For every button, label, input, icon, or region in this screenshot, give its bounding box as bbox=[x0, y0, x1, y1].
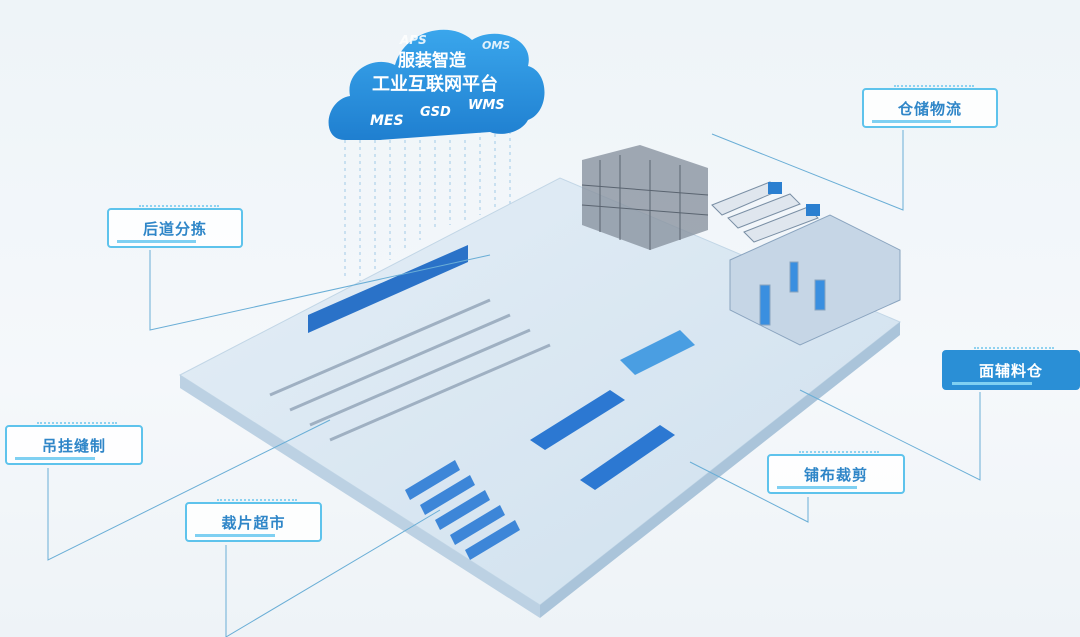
floor-edge-right bbox=[540, 322, 900, 618]
label-cut-piece-supermarket: 裁片超市 bbox=[185, 499, 322, 542]
supermarket-racks bbox=[405, 460, 520, 560]
system-aps: APS bbox=[400, 33, 427, 47]
video-wall bbox=[308, 245, 468, 333]
container-trucks bbox=[711, 181, 820, 243]
floor-edge-left bbox=[180, 375, 540, 618]
cloud-title-line2: 工业互联网平台 bbox=[372, 74, 498, 95]
cloud-icon bbox=[328, 29, 545, 140]
connector-lines bbox=[47, 130, 981, 637]
cutting-tables bbox=[530, 330, 695, 490]
system-gsd: GSD bbox=[420, 105, 451, 120]
label-spreading-cutting: 铺布裁剪 bbox=[767, 451, 905, 494]
system-mes: MES bbox=[370, 113, 404, 129]
fabric-racks bbox=[729, 214, 901, 346]
label-hanging-sewing: 吊挂缝制 bbox=[5, 422, 143, 465]
system-oms: OMS bbox=[482, 39, 511, 52]
cloud-title-line1: 服装智造 bbox=[398, 51, 466, 71]
label-warehouse-logistics: 仓储物流 bbox=[862, 85, 998, 128]
hanging-lines bbox=[269, 298, 551, 442]
label-fabric-accessory-warehouse: 面辅料仓 bbox=[942, 347, 1080, 390]
storage-rack bbox=[581, 145, 709, 250]
system-wms: WMS bbox=[468, 98, 505, 113]
label-post-sorting: 后道分拣 bbox=[107, 205, 243, 248]
